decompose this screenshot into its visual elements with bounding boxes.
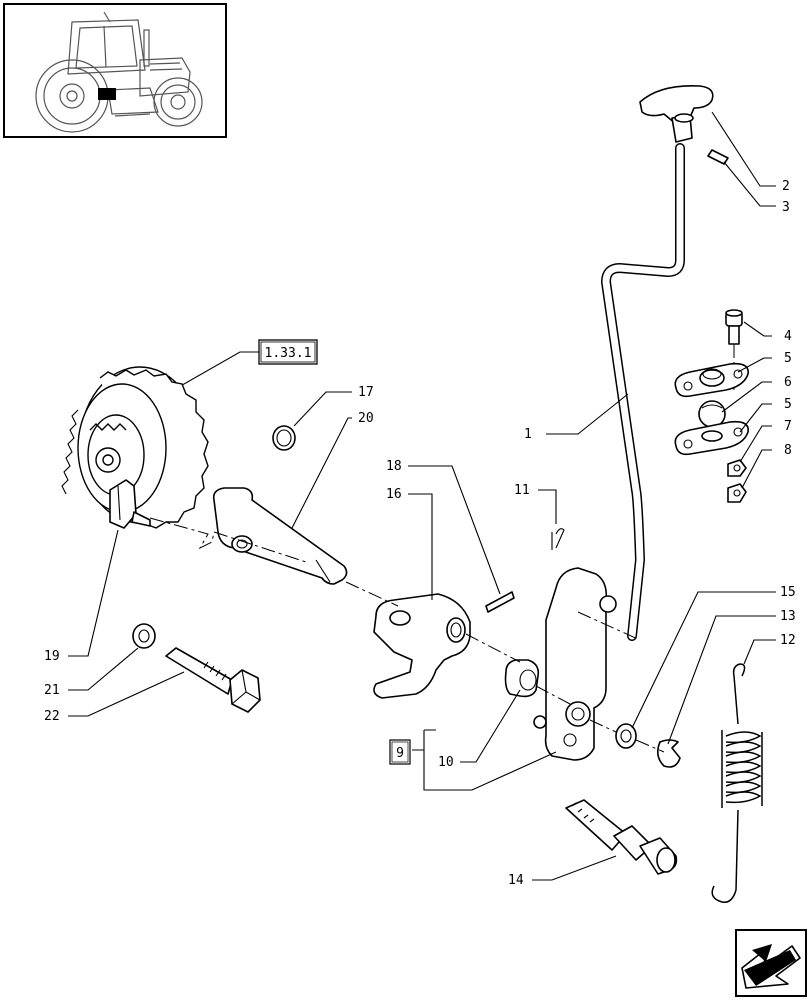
callout-5a: 5: [784, 351, 792, 366]
part-11-cotter-pin: [551, 528, 565, 550]
leader-18: [408, 465, 501, 595]
axis-mid-e: [635, 739, 665, 753]
callout-18: 18: [386, 459, 402, 474]
part-12-spring: [711, 663, 763, 903]
part-20-shaft: [212, 487, 348, 585]
axis-upper-right: [577, 611, 641, 641]
callout-19: 19: [44, 649, 60, 664]
part-22-bolt: [165, 647, 261, 713]
leader-19: [68, 529, 119, 657]
callout-9: 9: [396, 746, 404, 761]
callout-8: 8: [784, 443, 792, 458]
axis-mid-b: [465, 633, 521, 663]
part-10-bushing: [504, 659, 540, 698]
leader-17: [293, 391, 352, 427]
callout-3: 3: [782, 200, 790, 215]
leader-12: [743, 639, 776, 665]
callout-2: 2: [782, 179, 790, 194]
axis-mid-d: [589, 719, 617, 733]
callout-4: 4: [784, 329, 792, 344]
part-3-pin: [707, 149, 729, 165]
part-19-lever: [109, 479, 151, 529]
leader-16: [408, 493, 433, 600]
gear-assembly: [61, 366, 209, 529]
callout-5b: 5: [784, 397, 792, 412]
part-2-handle: [639, 85, 714, 143]
part-21-washer: [132, 623, 156, 649]
part-7-nut: [727, 459, 747, 477]
leader-22: [68, 671, 185, 717]
part-17-ring: [272, 425, 296, 451]
part-9-lever: [533, 567, 617, 761]
reference-box[interactable]: 1.33.1: [258, 339, 318, 365]
callout-9-box: [389, 739, 411, 765]
part-15-washer: [615, 723, 637, 749]
part-4-bolt: [725, 309, 743, 390]
leader-3: [723, 161, 776, 207]
callout-22: 22: [44, 709, 60, 724]
leader-6: [721, 381, 772, 413]
axis-mid-a: [345, 581, 399, 607]
callout-21: 21: [44, 683, 60, 698]
part-8-nut: [727, 483, 747, 503]
leader-15: [631, 591, 776, 729]
part-5-upper-plate: [674, 362, 749, 398]
axis-mid-c: [535, 685, 571, 705]
callout-16: 16: [386, 487, 402, 502]
leader-8: [741, 449, 772, 489]
part-14-stud: [565, 799, 678, 875]
part-16-fork: [373, 593, 471, 699]
leader-11: [538, 489, 557, 524]
leader-20: [291, 417, 352, 529]
callout-15: 15: [780, 585, 796, 600]
axis-left: [149, 517, 307, 563]
part-13-circlip: [656, 739, 681, 768]
part-5-lower-plate: [674, 420, 749, 456]
callout-10: 10: [438, 755, 454, 770]
callout-14: 14: [508, 873, 524, 888]
part-1-rod: [601, 143, 685, 641]
leader-13: [667, 615, 776, 745]
leader-9: [412, 729, 557, 791]
leader-5a: [737, 357, 772, 373]
callout-20: 20: [358, 411, 374, 426]
tractor-thumbnail-icon[interactable]: [3, 3, 227, 138]
part-18-pin: [485, 591, 515, 613]
leader-5b: [739, 403, 772, 433]
leader-4: [743, 321, 772, 337]
leader-14: [532, 855, 617, 881]
leader-1: [546, 393, 629, 435]
leader-ref: [169, 351, 259, 393]
leader-7: [739, 425, 772, 463]
callout-1: 1: [524, 427, 532, 442]
callout-11: 11: [514, 483, 530, 498]
reference-box-label: 1.33.1: [265, 346, 312, 361]
leader-10: [460, 689, 521, 763]
callout-7: 7: [784, 419, 792, 434]
callout-12: 12: [780, 633, 796, 648]
leader-21: [68, 647, 139, 691]
callout-17: 17: [358, 385, 374, 400]
callout-6: 6: [784, 375, 792, 390]
callout-13: 13: [780, 609, 796, 624]
leader-2: [711, 111, 776, 187]
next-page-arrow-icon[interactable]: [735, 929, 807, 997]
